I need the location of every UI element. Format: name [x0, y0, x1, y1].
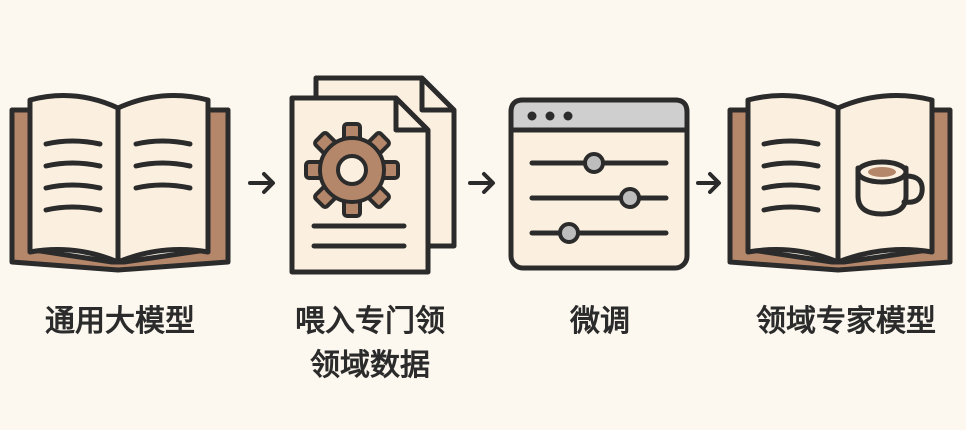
- step-label-feed-domain-data: 喂入专门领 领域数据: [270, 302, 470, 386]
- step-label-domain-expert-model: 领域专家模型: [756, 304, 936, 339]
- book-with-cup-icon: [727, 93, 953, 273]
- step-label-line-1: 喂入专门领: [295, 304, 445, 339]
- step-label-general-model: 通用大模型: [45, 304, 195, 339]
- arrow-right-icon: [696, 172, 721, 194]
- gear-icon: [304, 122, 400, 218]
- document-gear-icon: [289, 75, 457, 275]
- tuning-sliders-window-icon: [508, 97, 690, 271]
- slider-icon: [529, 222, 669, 244]
- slider-icon: [529, 187, 669, 209]
- step-label-fine-tune: 微调: [570, 304, 630, 339]
- step-label-line-2: 领域数据: [310, 348, 430, 383]
- arrow-right-icon: [248, 172, 275, 194]
- coffee-cup-icon: [855, 159, 925, 217]
- open-book-icon: [9, 93, 231, 273]
- slider-icon: [529, 152, 669, 174]
- arrow-right-icon: [468, 172, 495, 194]
